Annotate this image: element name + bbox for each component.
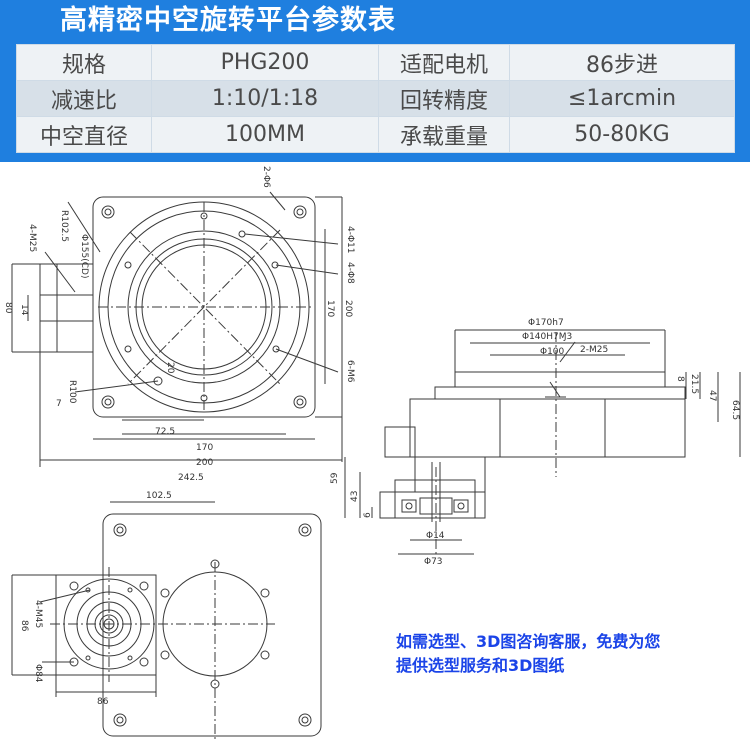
spec-header-banner: 高精密中空旋转平台参数表 规格 PHG200 适配电机 86步进 减速比 1:1… bbox=[0, 0, 750, 162]
dimension-label: 72.5 bbox=[155, 427, 175, 437]
dimension-label: R102.5 bbox=[59, 210, 69, 242]
spec-label: 承载重量 bbox=[378, 116, 510, 153]
dimension-label: Φ170h7 bbox=[528, 318, 564, 328]
dimension-label: 20 bbox=[165, 362, 175, 374]
mounting-hole-icon bbox=[69, 559, 270, 689]
dimension-label: 43 bbox=[350, 491, 360, 502]
spec-value: 50-80KG bbox=[509, 116, 735, 153]
dimension-label: Φ100 bbox=[540, 347, 565, 357]
dimension-label: Φ155(CD) bbox=[79, 234, 89, 279]
dimension-label: 2-M25 bbox=[580, 345, 608, 355]
bottom-view: 102.5 4-M45 86 Φ84 86 bbox=[11, 491, 322, 742]
dimension-label: 170 bbox=[196, 443, 213, 453]
table-row: 中空直径 100MM 承载重量 50-80KG bbox=[16, 116, 735, 153]
spec-label: 减速比 bbox=[16, 80, 152, 117]
spec-label: 规格 bbox=[16, 44, 152, 81]
dimension-label: 64.5 bbox=[730, 400, 740, 420]
dimension-label: 200 bbox=[196, 458, 213, 468]
spec-label: 中空直径 bbox=[16, 116, 152, 153]
dimension-label: 102.5 bbox=[146, 491, 172, 501]
spec-value: 100MM bbox=[151, 116, 379, 153]
dimension-label: 6 bbox=[363, 512, 373, 518]
note-line: 提供选型服务和3D图纸 bbox=[396, 656, 565, 675]
dimension-label: Φ14 bbox=[426, 531, 445, 541]
dimension-label: 80 bbox=[3, 302, 13, 314]
dimension-label: 59 bbox=[330, 472, 340, 484]
table-row: 规格 PHG200 适配电机 86步进 bbox=[16, 44, 735, 81]
dimension-label: 14 bbox=[19, 304, 29, 316]
dimension-label: 47 bbox=[707, 390, 717, 401]
side-view: Φ170h7 Φ140H7Ɱ3 Φ100 2-M25 8 21.5 47 64.… bbox=[330, 318, 741, 567]
service-note: 如需选型、3D图咨询客服，免费为您 提供选型服务和3D图纸 bbox=[396, 630, 741, 678]
mounting-hole-icon bbox=[124, 212, 280, 402]
dimension-label: R100 bbox=[67, 380, 77, 404]
dimension-label: 86 bbox=[97, 697, 109, 707]
dimension-label: Φ140H7Ɱ3 bbox=[522, 332, 572, 342]
dimension-label: 4-Φ11 bbox=[345, 226, 355, 254]
page-title: 高精密中空旋转平台参数表 bbox=[60, 5, 396, 36]
dimension-label: 6-M6 bbox=[345, 360, 355, 383]
corner-bolt-icon bbox=[113, 523, 312, 727]
spec-table: 规格 PHG200 适配电机 86步进 减速比 1:10/1:18 回转精度 ≤… bbox=[16, 44, 735, 153]
dimension-label: 4-M25 bbox=[27, 224, 37, 252]
technical-drawing: Φ155(CD) R102.5 4-M25 2-Φ6 4-Φ11 4-Φ8 6-… bbox=[3, 166, 741, 742]
dimension-label: Φ84 bbox=[33, 664, 43, 683]
dimension-label: Φ73 bbox=[424, 557, 443, 567]
dimension-label: 21.5 bbox=[689, 374, 699, 394]
dimension-label: 86 bbox=[19, 620, 29, 632]
dimension-label: 242.5 bbox=[178, 473, 204, 483]
spec-value: 1:10/1:18 bbox=[151, 80, 379, 117]
spec-label: 回转精度 bbox=[378, 80, 510, 117]
table-row: 减速比 1:10/1:18 回转精度 ≤1arcmin bbox=[16, 80, 735, 117]
spec-value: ≤1arcmin bbox=[509, 80, 735, 117]
dimension-label: 200 bbox=[343, 300, 353, 317]
spec-label: 适配电机 bbox=[378, 44, 510, 81]
note-line: 如需选型、3D图咨询客服，免费为您 bbox=[396, 632, 661, 651]
dimension-label: 4-M45 bbox=[33, 600, 43, 628]
spec-value: 86步进 bbox=[509, 44, 735, 81]
dimension-label: 170 bbox=[325, 300, 335, 317]
top-view: Φ155(CD) R102.5 4-M25 2-Φ6 4-Φ11 4-Φ8 6-… bbox=[3, 166, 355, 483]
dimension-label: 2-Φ6 bbox=[261, 166, 271, 188]
dimension-label: 4-Φ8 bbox=[345, 262, 355, 284]
spec-value: PHG200 bbox=[151, 44, 379, 81]
corner-bolt-icon bbox=[101, 205, 307, 409]
dimension-label: 8 bbox=[675, 376, 685, 382]
dimension-label: 7 bbox=[56, 399, 62, 409]
